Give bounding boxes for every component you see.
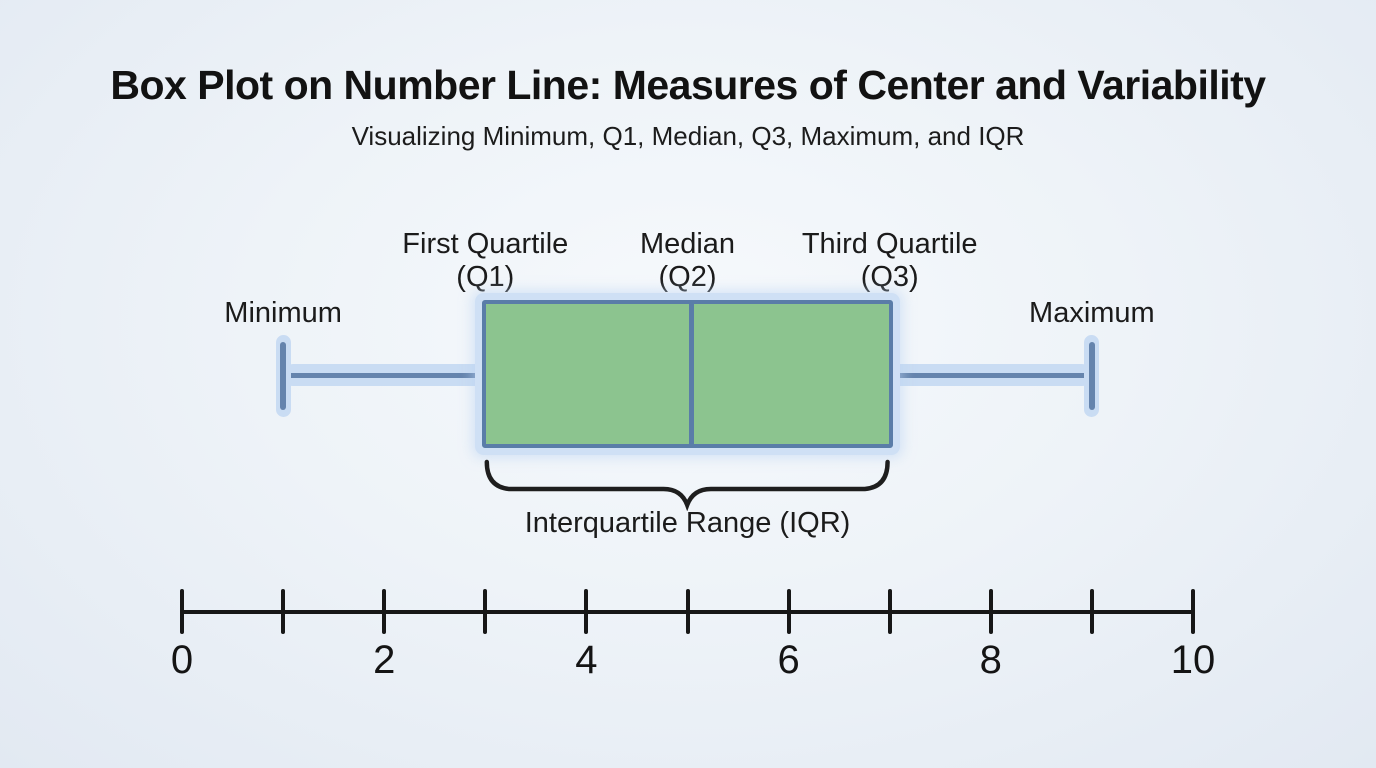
maximum-label: Maximum <box>1029 297 1155 329</box>
iqr-box <box>482 300 893 448</box>
q1-label-line2: (Q1) <box>456 261 515 293</box>
axis-tick <box>584 589 589 634</box>
axis-tick-label: 2 <box>373 638 396 682</box>
q3-label-line1: Third Quartile <box>801 228 978 260</box>
median-label: Median (Q2) <box>538 228 838 294</box>
axis-tick-label: 4 <box>575 638 598 682</box>
iqr-brace <box>472 456 902 511</box>
axis-tick <box>786 589 791 634</box>
axis-tick <box>382 589 387 634</box>
q1-label-line1: First Quartile <box>402 228 569 260</box>
median-label-line1: Median <box>639 228 736 260</box>
median-label-line2: (Q2) <box>658 261 717 293</box>
maximum-whisker-cap-bar <box>1089 342 1095 410</box>
right-whisker-line <box>889 373 1092 378</box>
axis-tick <box>685 589 690 634</box>
axis-tick <box>887 589 892 634</box>
axis-tick-label: 10 <box>1170 638 1216 682</box>
median-line <box>688 303 694 445</box>
minimum-whisker-cap <box>275 335 291 417</box>
left-whisker-line <box>283 373 486 378</box>
maximum-whisker-cap <box>1084 335 1100 417</box>
page-title: Box Plot on Number Line: Measures of Cen… <box>110 62 1266 108</box>
axis-tick <box>1089 589 1094 634</box>
axis-tick <box>483 589 488 634</box>
axis-tick <box>988 589 993 634</box>
axis-tick <box>281 589 286 634</box>
axis-tick <box>1191 589 1195 634</box>
minimum-whisker-cap-bar <box>280 342 286 410</box>
left-whisker <box>283 364 486 386</box>
right-whisker <box>889 364 1092 386</box>
iqr-label: Interquartile Range (IQR) <box>524 507 851 539</box>
axis-tick <box>180 589 184 634</box>
minimum-label: Minimum <box>224 297 342 329</box>
q3-label-line2: (Q3) <box>860 261 919 293</box>
axis-tick-label: 6 <box>777 638 800 682</box>
axis-tick-label: 0 <box>170 638 194 682</box>
q1-label: First Quartile (Q1) <box>335 228 635 294</box>
page-subtitle: Visualizing Minimum, Q1, Median, Q3, Max… <box>351 121 1025 151</box>
q3-label: Third Quartile (Q3) <box>740 228 1040 294</box>
axis-tick-label: 8 <box>979 638 1002 682</box>
iqr-brace-graphic <box>484 459 891 511</box>
